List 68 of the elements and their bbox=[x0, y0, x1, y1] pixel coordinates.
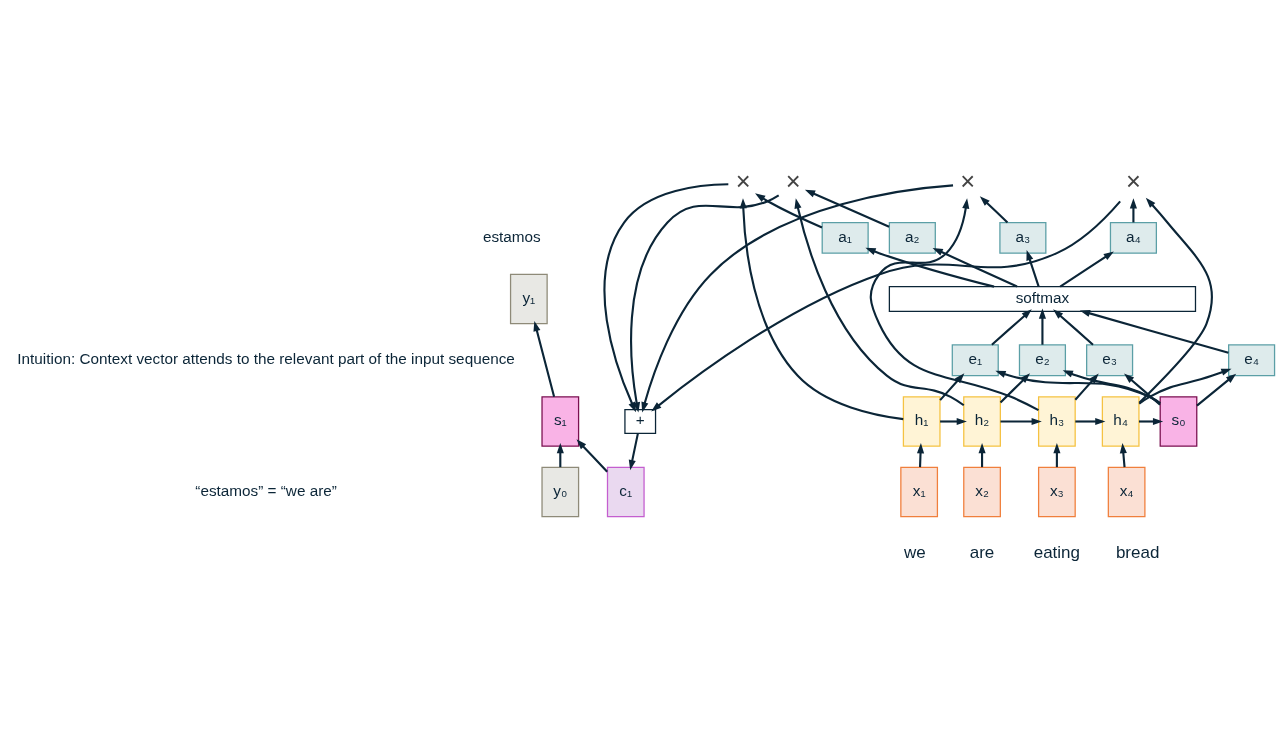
arrow bbox=[1053, 442, 1061, 467]
node-text: × bbox=[960, 166, 976, 195]
node-box: c₁ bbox=[606, 466, 645, 517]
arrow bbox=[603, 182, 729, 412]
node-label: we bbox=[904, 542, 926, 562]
node-label: bread bbox=[1115, 542, 1160, 562]
node-box: s₀ bbox=[1159, 395, 1198, 447]
node-box: a₁ bbox=[821, 221, 869, 254]
node-box: h₂ bbox=[963, 395, 1001, 447]
arrow bbox=[978, 442, 986, 467]
arrow bbox=[1119, 442, 1127, 467]
node-box: y₁ bbox=[509, 273, 548, 324]
node-box: e₁ bbox=[951, 343, 999, 376]
node-box: x₁ bbox=[900, 466, 939, 517]
arrow bbox=[979, 195, 1009, 223]
arrow bbox=[1138, 197, 1213, 404]
node-box: h₄ bbox=[1101, 395, 1140, 447]
node-box: h₁ bbox=[902, 395, 941, 447]
node-box: softmax bbox=[888, 285, 1197, 312]
arrow bbox=[628, 432, 639, 470]
arrow bbox=[1000, 417, 1042, 425]
arrow bbox=[1138, 368, 1232, 405]
arrow bbox=[1138, 417, 1164, 425]
arrow bbox=[869, 197, 1039, 411]
node-box: x₄ bbox=[1107, 466, 1146, 517]
arrow bbox=[1129, 197, 1137, 222]
arrow bbox=[940, 417, 967, 425]
node-box: + bbox=[624, 408, 657, 434]
arrow bbox=[1196, 373, 1237, 406]
node-box: h₃ bbox=[1037, 395, 1076, 447]
node-box: e₄ bbox=[1228, 343, 1276, 376]
arrow bbox=[794, 197, 965, 406]
label: “estamos” = “we are” bbox=[195, 481, 337, 499]
node-box: y₀ bbox=[541, 466, 580, 517]
node-box: s₁ bbox=[541, 395, 580, 447]
node-label: are bbox=[969, 542, 995, 562]
node-box: e₂ bbox=[1018, 343, 1067, 376]
arrow bbox=[939, 372, 965, 401]
label: estamos bbox=[482, 227, 541, 245]
node-box: a₃ bbox=[999, 221, 1047, 254]
node-text: × bbox=[785, 166, 801, 195]
node-box: a₂ bbox=[888, 221, 936, 254]
node-box: a₄ bbox=[1109, 221, 1158, 254]
node-box: x₂ bbox=[963, 466, 1001, 517]
arrow bbox=[651, 200, 1121, 411]
node-box: e₃ bbox=[1086, 343, 1134, 376]
arrow bbox=[556, 442, 564, 467]
arrow bbox=[1059, 250, 1114, 287]
arrow bbox=[641, 183, 954, 412]
label: Intuition: Context vector attends to the relevant part of the input sequence bbox=[17, 349, 515, 367]
node-text: × bbox=[1125, 166, 1141, 195]
node-text: × bbox=[735, 166, 751, 195]
arrow bbox=[576, 438, 608, 472]
arrow bbox=[1075, 417, 1106, 425]
arrow bbox=[533, 320, 556, 397]
arrow bbox=[755, 192, 823, 228]
arrow bbox=[932, 247, 1018, 288]
node-label: eating bbox=[1033, 542, 1081, 562]
arrow bbox=[804, 189, 890, 228]
arrow bbox=[991, 308, 1032, 345]
node-box: x₃ bbox=[1037, 466, 1076, 517]
arrow bbox=[865, 247, 995, 288]
arrow bbox=[1124, 373, 1161, 405]
arrow bbox=[1079, 309, 1229, 354]
arrow bbox=[916, 442, 925, 467]
arrow bbox=[1038, 307, 1047, 345]
arrow bbox=[1026, 249, 1040, 287]
arrow bbox=[1053, 308, 1094, 345]
